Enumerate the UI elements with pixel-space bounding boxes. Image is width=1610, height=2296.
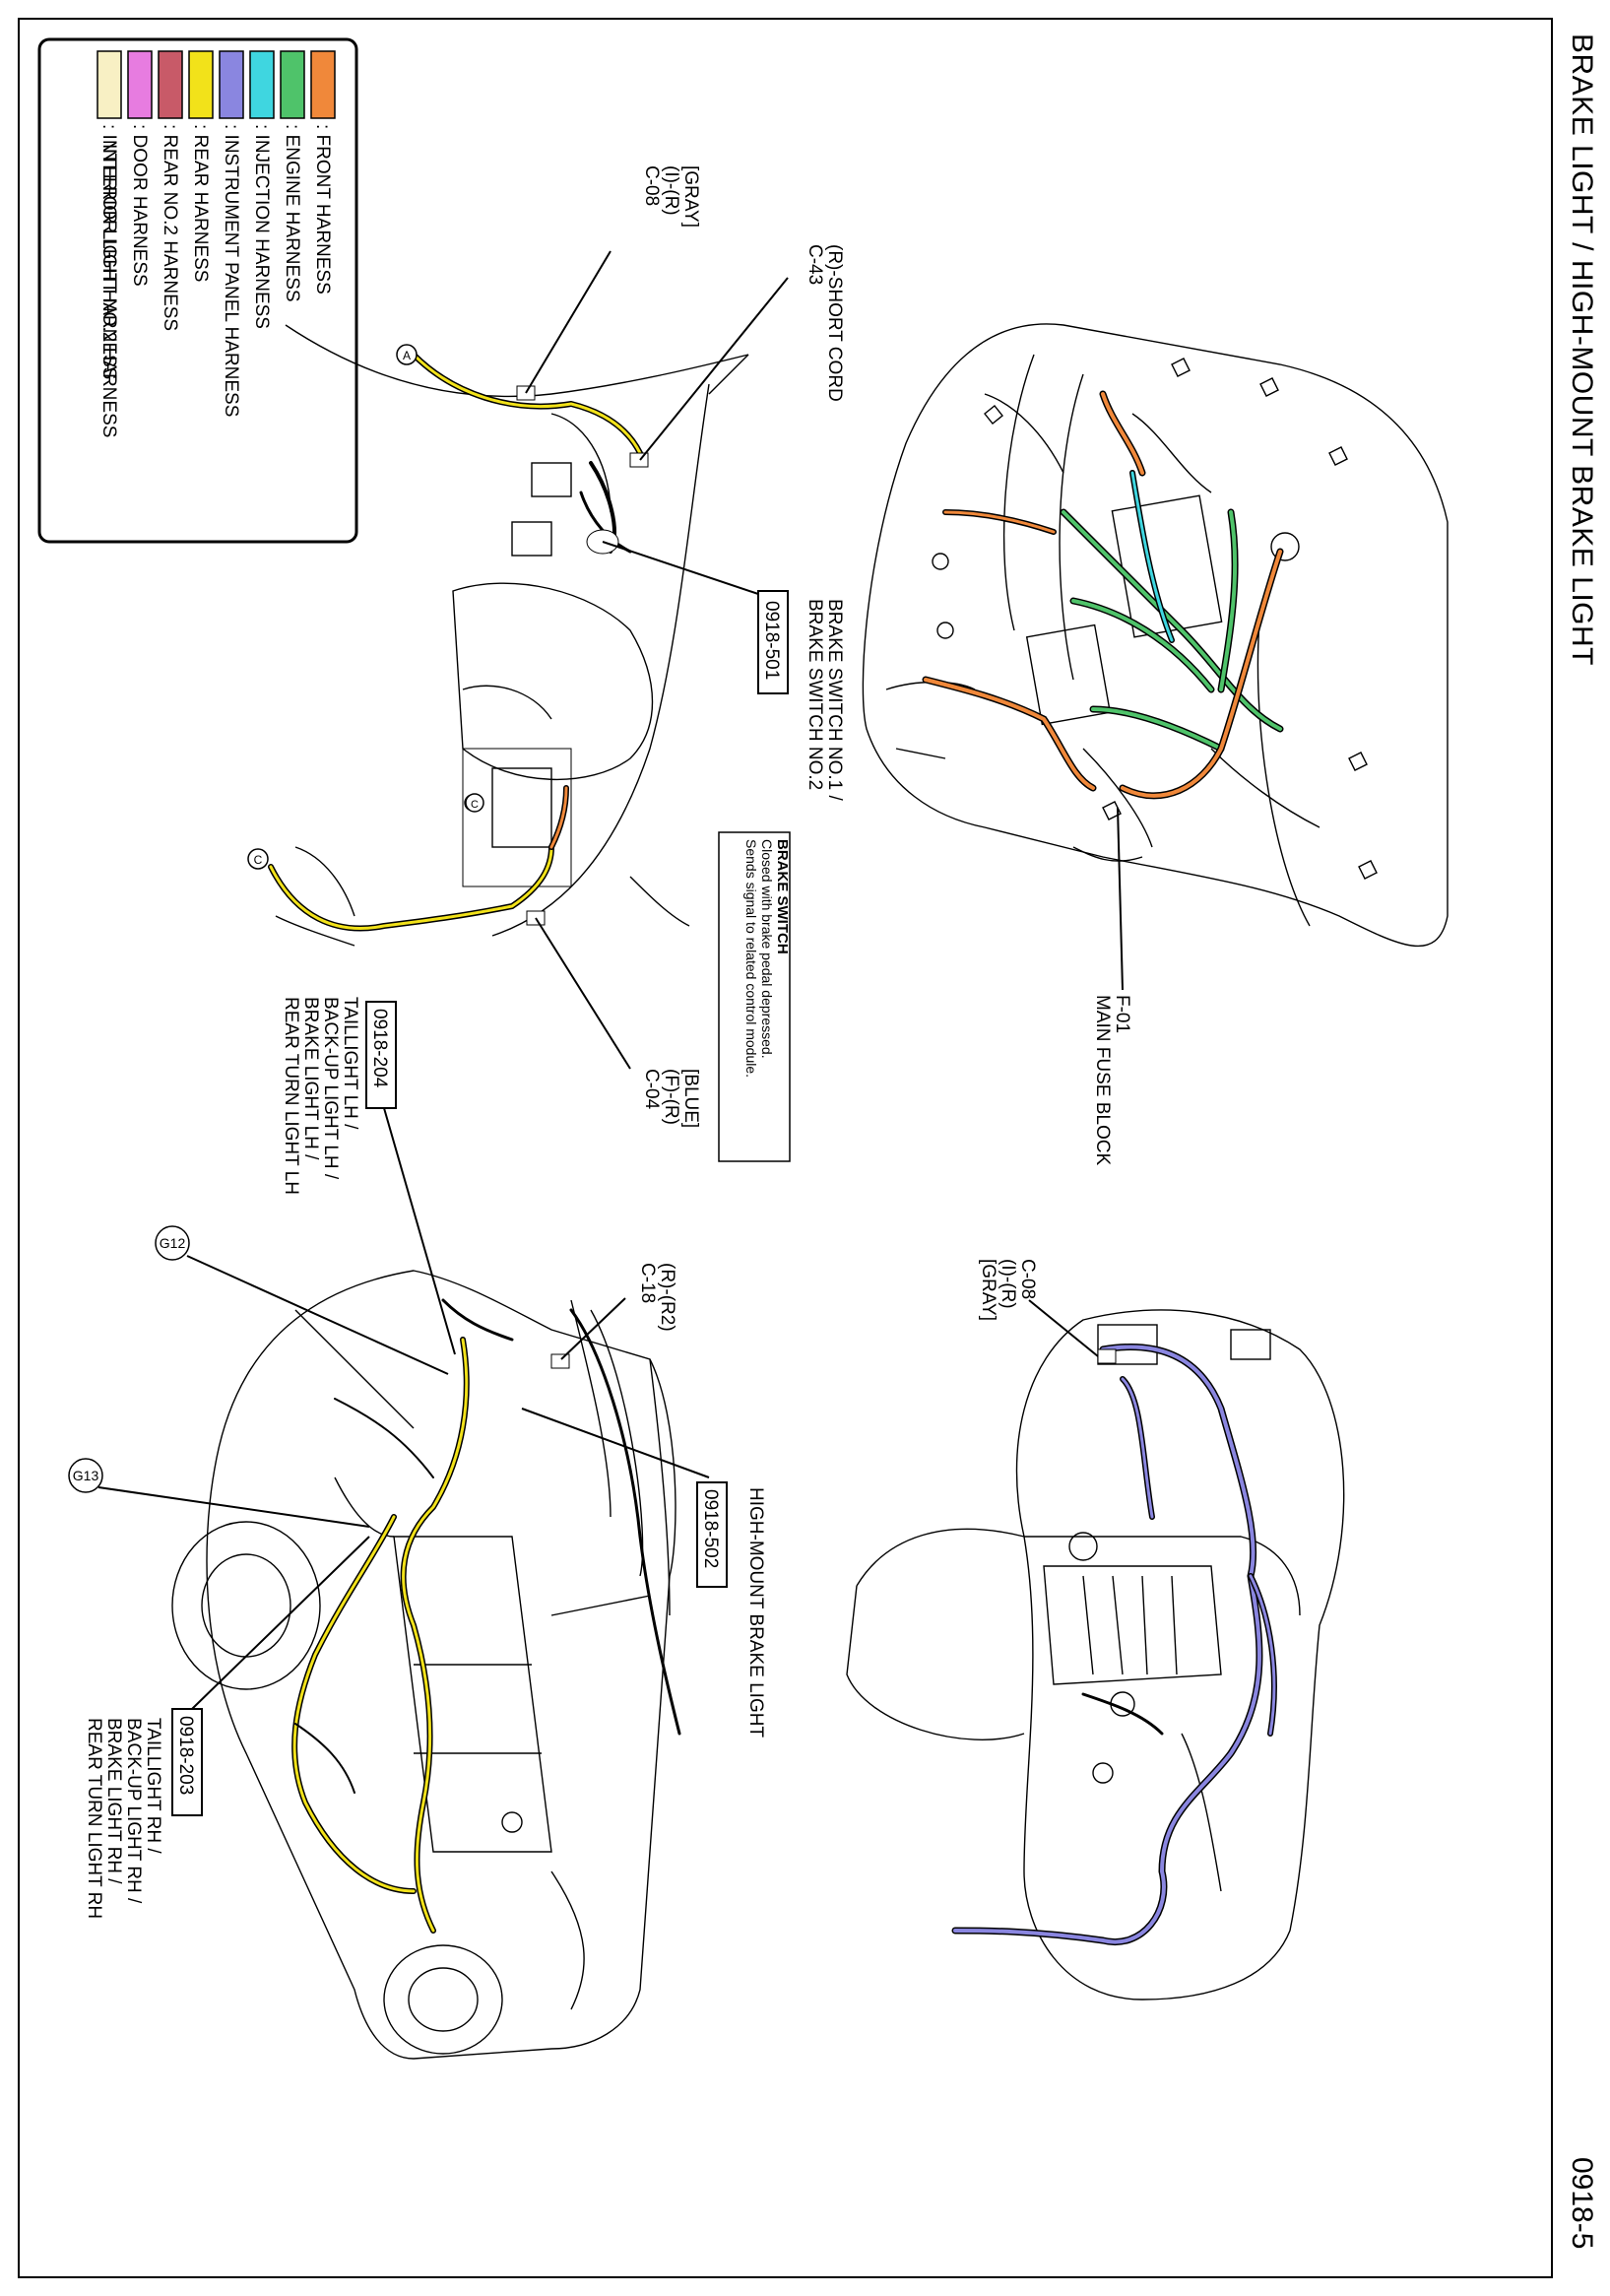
c08-right-line: C-08 [1017,1259,1038,1299]
high-mount-ref: 0918-502 [700,1489,721,1568]
c08-label-line: C-08 [641,165,662,206]
connector-c08-panel [1028,1299,1117,1364]
lh-lights-line: BRAKE LIGHT LH / [300,997,321,1160]
legend-label: : DOOR HARNESS [129,124,150,287]
legend-swatch [97,50,122,119]
ground-g12: G12 [155,1225,190,1261]
ground-c-fuse: C [465,793,484,813]
lh-lights-line: TAILLIGHT LH / [340,997,360,1130]
brake-switch-callout: BRAKE SWITCH NO.1 /BRAKE SWITCH NO.2 091… [757,590,845,802]
lh-lights-leader [383,1107,456,1355]
g12-leader [186,1255,449,1375]
note-line: Sends signal to related control module. [743,839,759,1078]
c04-label: [BLUE](F)-(R)C-04 [641,1069,701,1128]
connector-c18 [550,1297,626,1369]
rh-lights-callout: TAILLIGHT RH /BACK-UP LIGHT RH /BRAKE LI… [84,1708,203,1919]
dash-area-drawing [275,324,749,947]
ground-g13: G13 [68,1458,103,1493]
legend-swatch [219,50,244,119]
ground-a: A [396,344,418,365]
legend-swatch [127,50,153,119]
legend-swatch [158,50,183,119]
c43-label-line: C-43 [805,244,825,285]
legend-label: : REAR NO.2 HARNESS [160,124,180,331]
ground-label: G12 [160,1235,186,1251]
dash-harness-wires [268,352,643,932]
legend-swatch [249,50,275,119]
rh-lights-line: BACK-UP LIGHT RH / [123,1718,144,1904]
engine-harness-wires [922,390,1284,800]
c18-label-line: (R)-(R2) [657,1263,677,1332]
brake-switch-label: BRAKE SWITCH NO.1 / [824,599,845,802]
ground-label: C [254,853,263,867]
ground-label: A [403,349,411,362]
rh-lights-leader [191,1536,370,1710]
ground-label: C [471,799,479,811]
note-heading: BRAKE SWITCH [774,839,791,954]
ground-label: G13 [73,1468,99,1483]
rh-lights-line: TAILLIGHT RH / [143,1718,163,1854]
legend-swatch [280,50,305,119]
legend-swatch [188,50,214,119]
harness-legend: : FRONT HARNESS : ENGINE HARNESS : INJECTI… [37,37,358,544]
c08-label-line: [GRAY] [680,165,701,228]
lh-lights-ref: 0918-204 [369,1009,390,1088]
g13-leader [97,1486,370,1528]
c08-right-line: (I)-(R) [998,1259,1018,1309]
connector-c08-dash [516,250,612,401]
brake-switch-ref: 0918-501 [761,601,782,680]
c04-label-line: (F)-(R) [661,1069,681,1125]
high-mount-label: HIGH-MOUNT BRAKE LIGHT [745,1487,766,1738]
c04-label-line: [BLUE] [680,1069,701,1128]
c04-label-line: C-04 [641,1069,662,1110]
c18-label-line: C-18 [637,1263,658,1303]
high-mount-leader [521,1408,710,1478]
brake-switch-label: BRAKE SWITCH NO.2 [805,599,825,790]
connector-c04 [526,910,631,1070]
legend-swatch [310,50,336,119]
rear-harness-wires [291,1298,681,1934]
c08-top-label: [GRAY](I)-(R)C-08 [641,165,701,228]
page-border [18,18,1553,2278]
legend-label: : REAR HARNESS [190,124,211,282]
instrument-panel-drawing [846,1309,1345,2001]
f01-label-line: MAIN FUSE BLOCK [1092,995,1113,1165]
brake-switch-connector [586,529,759,595]
note-line: Closed with brake pedal depressed. [759,839,775,1059]
c18-label: (R)-(R2)C-18 [637,1263,677,1332]
c08-right-line: [GRAY] [978,1259,998,1321]
rh-lights-line: REAR TURN LIGHT RH [84,1718,104,1919]
connector-c43 [629,277,789,468]
engine-bay-drawing [862,323,1449,948]
legend-label: : INSTRUMENT PANEL HARNESS [221,124,241,417]
legend-label: INTERIOR LIGHT NO.2 HARNESS [98,144,119,437]
lh-lights-line: BACK-UP LIGHT LH / [320,997,341,1180]
c08-right-label: C-08(I)-(R)[GRAY] [978,1259,1038,1321]
instrument-panel-harness-wires [951,1344,1277,1945]
c43-label-line: (R)-SHORT CORD [824,244,845,402]
legend-label: : ENGINE HARNESS [282,124,302,302]
rh-lights-ref: 0918-203 [175,1716,196,1795]
ground-c-dash: C [247,848,269,870]
lh-lights-line: REAR TURN LIGHT LH [281,997,301,1195]
lh-lights-callout: TAILLIGHT LH /BACK-UP LIGHT LH /BRAKE LI… [281,997,397,1195]
high-mount-callout: HIGH-MOUNT BRAKE LIGHT 0918-502 [696,1481,766,1738]
legend-label: : INTERIOR LIGHT HARNESS [98,124,119,379]
legend-label: : FRONT HARNESS [312,124,333,295]
f01-label-line: F-01 [1112,995,1132,1033]
c08-label-line: (I)-(R) [661,165,681,216]
rh-lights-line: BRAKE LIGHT RH / [103,1718,124,1884]
legend-label: : INJECTION HARNESS [251,124,272,329]
